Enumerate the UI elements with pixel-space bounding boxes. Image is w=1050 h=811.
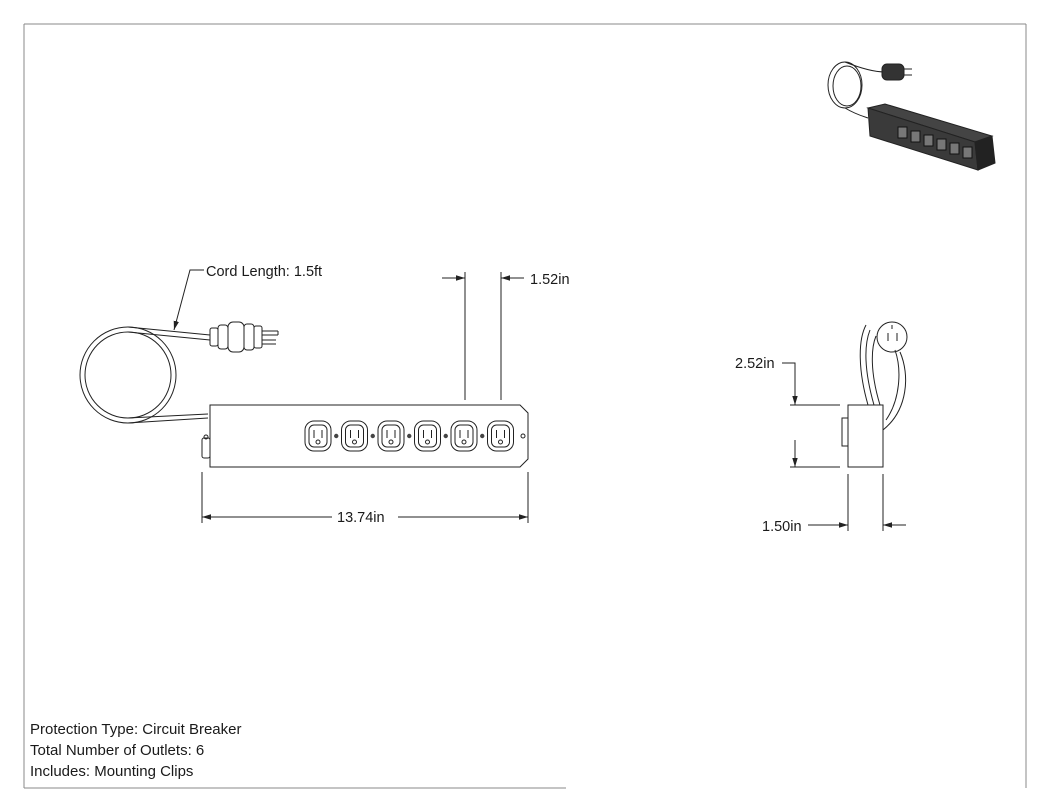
overall-length-label: 13.74in — [337, 510, 385, 526]
sheet-border — [23, 23, 1027, 789]
mount-screw — [370, 433, 375, 439]
side-breaker — [841, 417, 849, 447]
mount-screw — [334, 433, 339, 439]
note-outlet-count: Total Number of Outlets: 6 — [30, 742, 205, 759]
front-view — [79, 321, 529, 468]
side-body — [847, 404, 884, 468]
cord-coil — [79, 326, 211, 424]
outlet — [304, 420, 332, 452]
side-view — [841, 321, 908, 468]
plug-face — [876, 321, 908, 353]
isometric-view — [827, 61, 996, 171]
iso-outlets — [897, 126, 973, 159]
front-dimensions — [173, 269, 529, 523]
cord-length-label: Cord Length: 1.5ft — [206, 264, 322, 280]
outlet-spacing-label: 1.52in — [530, 272, 570, 288]
mount-screw — [480, 433, 485, 439]
outlet — [341, 420, 368, 452]
circuit-breaker — [201, 437, 211, 459]
depth-label: 1.50in — [762, 519, 802, 535]
outlet — [414, 420, 441, 452]
outlet — [487, 420, 514, 452]
height-label: 2.52in — [735, 356, 775, 372]
mount-screw — [407, 433, 412, 439]
mount-screw — [443, 433, 448, 439]
note-protection-type: Protection Type: Circuit Breaker — [30, 721, 242, 738]
side-dimensions — [782, 362, 906, 531]
note-includes: Includes: Mounting Clips — [30, 763, 194, 780]
outlet — [450, 420, 478, 452]
spec-notes: Protection Type: Circuit Breaker Total N… — [30, 719, 241, 782]
outlet-row — [304, 420, 514, 452]
outlet — [377, 420, 405, 452]
plug — [209, 321, 279, 353]
